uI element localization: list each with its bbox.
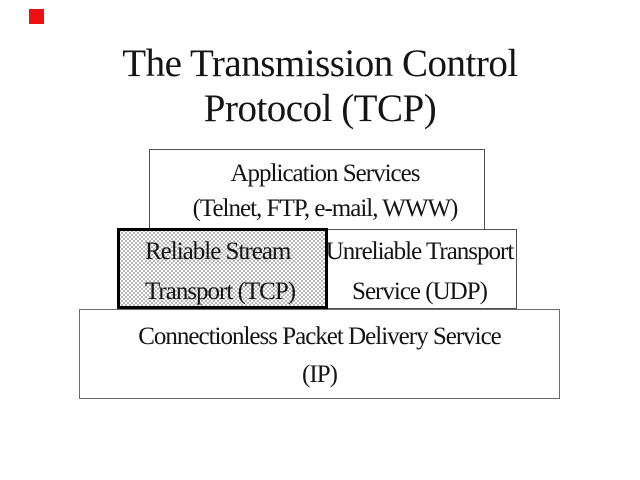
udp-line-1: Unreliable Transport — [325, 238, 515, 265]
tcp-line-1: Reliable Stream — [145, 238, 291, 265]
tcp-line-2: Transport (TCP) — [145, 278, 296, 305]
application-services-box — [149, 149, 485, 230]
slide-title: The Transmission Control Protocol (TCP) — [0, 41, 640, 131]
udp-line-2: Service (UDP) — [352, 278, 488, 305]
title-line-2: Protocol (TCP) — [203, 87, 437, 130]
application-line-1: Application Services — [230, 160, 421, 187]
udp-label: Unreliable Transport Service (UDP) — [322, 232, 517, 312]
tcp-label: Reliable Stream Transport (TCP) — [145, 232, 325, 312]
ip-box — [79, 309, 560, 399]
red-square-decoration — [29, 9, 44, 24]
application-line-2: (Telnet, FTP, e-mail, WWW) — [192, 195, 459, 222]
ip-line-2: (IP) — [302, 361, 338, 388]
ip-label: Connectionless Packet Delivery Service (… — [79, 318, 560, 394]
application-services-label: Application Services (Telnet, FTP, e-mai… — [157, 156, 493, 226]
tcp-box — [117, 228, 328, 309]
title-line-1: The Transmission Control — [122, 42, 518, 85]
ip-line-1: Connectionless Packet Delivery Service — [138, 323, 502, 350]
